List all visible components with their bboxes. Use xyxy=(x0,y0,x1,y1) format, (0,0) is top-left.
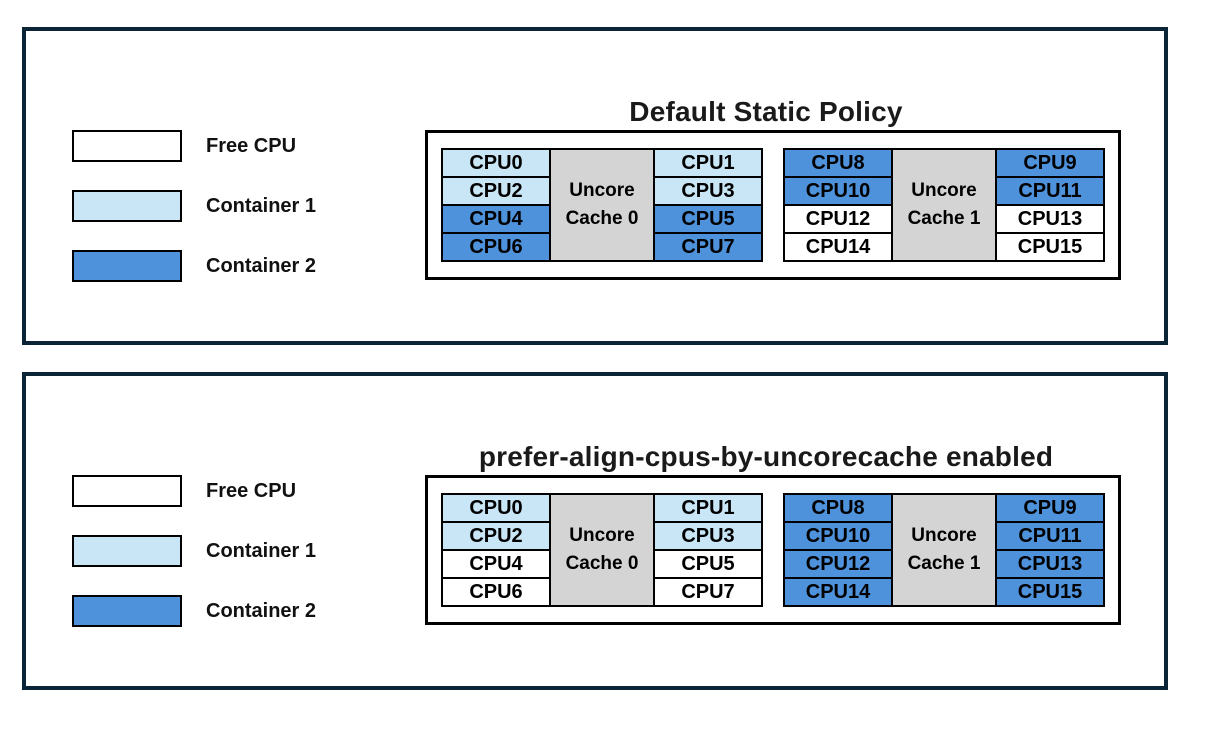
cpu-cell: CPU14 xyxy=(783,577,893,607)
panel-title: Default Static Policy xyxy=(629,96,903,128)
legend-swatch-container-1 xyxy=(72,190,182,222)
diagram-frame: CPU0 CPU2 CPU4 CPU6 Uncore Cache 0 CPU1 … xyxy=(425,475,1121,625)
cpu-topology-diagram: CPU0 CPU2 CPU4 CPU6 Uncore Cache 0 CPU1 … xyxy=(425,475,1121,625)
legend-swatch-container-1 xyxy=(72,535,182,567)
legend-item-free-cpu: Free CPU xyxy=(72,130,316,162)
diagram-frame: CPU0 CPU2 CPU4 CPU6 Uncore Cache 0 CPU1 … xyxy=(425,130,1121,280)
legend-label: Container 2 xyxy=(206,254,317,277)
cpu-cell: CPU2 xyxy=(441,521,551,551)
cpu-cell: CPU1 xyxy=(653,148,763,178)
cpu-cell: CPU7 xyxy=(653,232,763,262)
cpu-cell: CPU14 xyxy=(783,232,893,262)
cpu-cell: CPU12 xyxy=(783,204,893,234)
legend: Free CPU Container 1 Container 2 xyxy=(72,130,316,282)
legend-label: Container 2 xyxy=(206,599,317,622)
cpu-cell: CPU5 xyxy=(653,549,763,579)
cpu-cell: CPU8 xyxy=(783,493,893,523)
uncore-cache-1-block: CPU8 CPU10 CPU12 CPU14 Uncore Cache 1 CP… xyxy=(783,148,1105,262)
cpu-topology-diagram: CPU0 CPU2 CPU4 CPU6 Uncore Cache 0 CPU1 … xyxy=(425,130,1121,280)
uncore-cache-cell: Uncore Cache 1 xyxy=(891,148,997,262)
uncore-cache-cell: Uncore Cache 0 xyxy=(549,148,655,262)
uncore-cache-0-block: CPU0 CPU2 CPU4 CPU6 Uncore Cache 0 CPU1 … xyxy=(441,148,763,262)
cpu-cell: CPU9 xyxy=(995,493,1105,523)
legend-label: Free CPU xyxy=(206,134,297,157)
legend: Free CPU Container 1 Container 2 xyxy=(72,475,316,627)
legend-item-container-2: Container 2 xyxy=(72,595,316,627)
legend-item-container-1: Container 1 xyxy=(72,535,316,567)
cpu-cell: CPU15 xyxy=(995,577,1105,607)
cpu-cell: CPU11 xyxy=(995,176,1105,206)
cpu-cell: CPU11 xyxy=(995,521,1105,551)
cpu-cell: CPU10 xyxy=(783,521,893,551)
legend-item-container-1: Container 1 xyxy=(72,190,316,222)
cpu-column-right: CPU9 CPU11 CPU13 CPU15 xyxy=(995,493,1105,607)
cpu-cell: CPU6 xyxy=(441,232,551,262)
cpu-cell: CPU4 xyxy=(441,204,551,234)
uncore-cache-cell: Uncore Cache 0 xyxy=(549,493,655,607)
cpu-cell: CPU15 xyxy=(995,232,1105,262)
cpu-cell: CPU1 xyxy=(653,493,763,523)
cpu-column-right: CPU9 CPU11 CPU13 CPU15 xyxy=(995,148,1105,262)
cpu-cell: CPU6 xyxy=(441,577,551,607)
cpu-column-right: CPU1 CPU3 CPU5 CPU7 xyxy=(653,148,763,262)
legend-swatch-container-2 xyxy=(72,595,182,627)
cpu-column-left: CPU8 CPU10 CPU12 CPU14 xyxy=(783,148,893,262)
cpu-cell: CPU13 xyxy=(995,204,1105,234)
cpu-cell: CPU9 xyxy=(995,148,1105,178)
uncore-cache-0-block: CPU0 CPU2 CPU4 CPU6 Uncore Cache 0 CPU1 … xyxy=(441,493,763,607)
panel-prefer-align-cpus-by-uncorecache: prefer-align-cpus-by-uncorecache enabled… xyxy=(22,372,1168,690)
legend-item-free-cpu: Free CPU xyxy=(72,475,316,507)
uncore-cache-1-block: CPU8 CPU10 CPU12 CPU14 Uncore Cache 1 CP… xyxy=(783,493,1105,607)
cpu-column-left: CPU0 CPU2 CPU4 CPU6 xyxy=(441,148,551,262)
legend-swatch-free-cpu xyxy=(72,130,182,162)
cpu-cell: CPU8 xyxy=(783,148,893,178)
cpu-cell: CPU0 xyxy=(441,148,551,178)
legend-item-container-2: Container 2 xyxy=(72,250,316,282)
cpu-column-left: CPU8 CPU10 CPU12 CPU14 xyxy=(783,493,893,607)
cpu-column-right: CPU1 CPU3 CPU5 CPU7 xyxy=(653,493,763,607)
panel-default-static-policy: Default Static Policy Free CPU Container… xyxy=(22,27,1168,345)
cpu-cell: CPU4 xyxy=(441,549,551,579)
cpu-cell: CPU3 xyxy=(653,176,763,206)
cpu-cell: CPU0 xyxy=(441,493,551,523)
cpu-cell: CPU5 xyxy=(653,204,763,234)
panel-title: prefer-align-cpus-by-uncorecache enabled xyxy=(478,441,1054,473)
cpu-cell: CPU7 xyxy=(653,577,763,607)
cpu-cell: CPU10 xyxy=(783,176,893,206)
legend-swatch-free-cpu xyxy=(72,475,182,507)
legend-label: Container 1 xyxy=(206,539,317,562)
legend-label: Free CPU xyxy=(206,479,297,502)
cpu-cell: CPU13 xyxy=(995,549,1105,579)
uncore-cache-cell: Uncore Cache 1 xyxy=(891,493,997,607)
legend-swatch-container-2 xyxy=(72,250,182,282)
cpu-column-left: CPU0 CPU2 CPU4 CPU6 xyxy=(441,493,551,607)
cpu-cell: CPU2 xyxy=(441,176,551,206)
cpu-cell: CPU3 xyxy=(653,521,763,551)
legend-label: Container 1 xyxy=(206,194,317,217)
cpu-cell: CPU12 xyxy=(783,549,893,579)
